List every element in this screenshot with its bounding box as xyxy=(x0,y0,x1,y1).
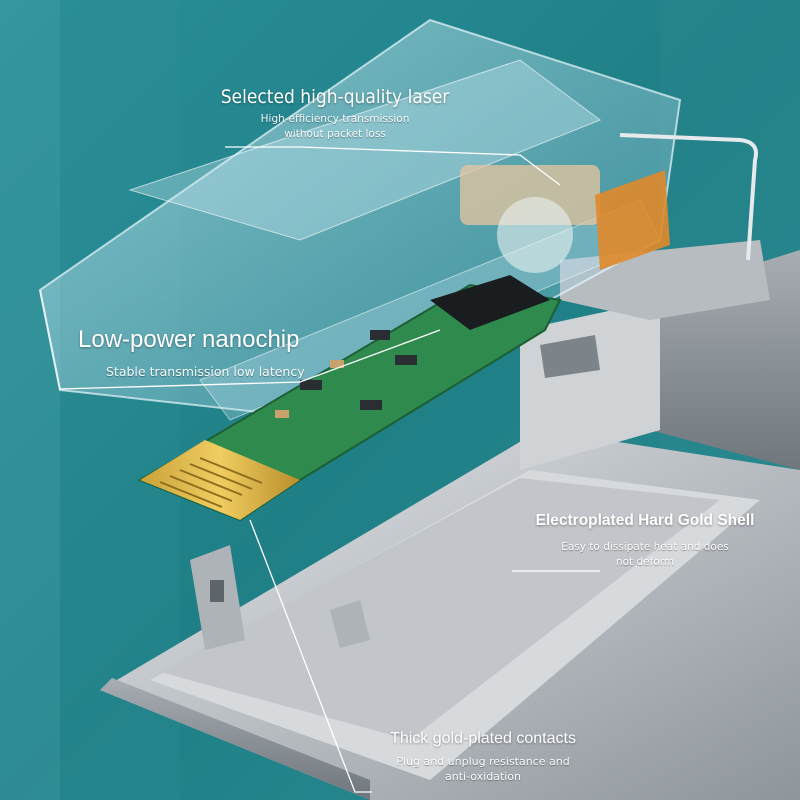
metal-shell xyxy=(100,240,800,800)
callout-chip: Low-power nanochip Stable transmission l… xyxy=(78,326,338,379)
callout-contacts-title: Thick gold-plated contacts xyxy=(390,730,576,747)
callout-shell-title: Electroplated Hard Gold Shell xyxy=(535,512,755,529)
callout-laser-description: High-efficiency transmission without pac… xyxy=(260,113,410,140)
callout-contacts-description: Plug and unplug resistance and anti-oxid… xyxy=(396,755,570,783)
callout-contacts: Thick gold-plated contacts Plug and unpl… xyxy=(372,730,594,784)
callout-shell: Electroplated Hard Gold Shell Easy to di… xyxy=(530,512,760,570)
pcb-board xyxy=(137,275,562,522)
leader-lines xyxy=(59,146,600,793)
nanochip xyxy=(430,275,550,330)
callout-chip-title: Low-power nanochip xyxy=(78,326,300,353)
callout-laser-title: Selected high-quality laser xyxy=(220,86,450,108)
callout-shell-description: Easy to dissipate heat and does not defo… xyxy=(561,541,729,568)
callout-laser: Selected high-quality laser High-efficie… xyxy=(210,86,460,142)
laser-assembly xyxy=(460,133,758,273)
callout-chip-description: Stable transmission low latency xyxy=(106,364,305,379)
